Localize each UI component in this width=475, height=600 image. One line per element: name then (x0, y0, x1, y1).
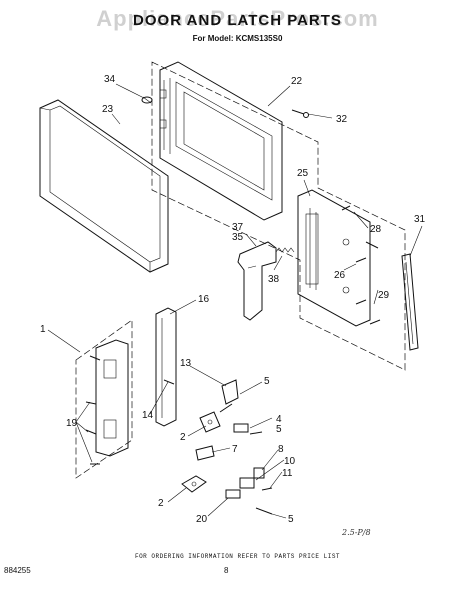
part-34-clip (141, 96, 153, 104)
part-38-spring (275, 247, 295, 253)
part-2-actuator-upper (199, 411, 221, 433)
callout-16: 16 (198, 294, 210, 305)
part-32-screw (291, 109, 309, 118)
callout-22: 22 (291, 76, 303, 87)
part-22-door-panel (159, 61, 283, 221)
callout-2-upper: 2 (180, 432, 186, 443)
callout-35: 35 (232, 232, 244, 243)
callout-5-lower: 5 (288, 514, 294, 525)
callout-26: 26 (334, 270, 346, 281)
callout-2-lower: 2 (158, 498, 164, 509)
part-13-lever (221, 379, 239, 405)
upper-assembly-boundary (151, 61, 406, 371)
callout-4: 4 (276, 414, 282, 425)
callout-31: 31 (414, 214, 426, 225)
hinge-screws (341, 205, 381, 325)
callout-38: 38 (268, 274, 280, 285)
callout-32: 32 (336, 114, 348, 125)
callout-37: 37 (232, 222, 244, 233)
callout-34: 34 (104, 74, 116, 85)
part-7-cam (195, 445, 215, 461)
handwritten-note: 2.5-P/8 (342, 528, 371, 537)
callout-10: 10 (284, 456, 296, 467)
callout-29: 29 (378, 290, 390, 301)
part-25-hinge-plate (297, 189, 371, 327)
page-title: DOOR AND LATCH PARTS (133, 12, 342, 29)
callout-25: 25 (297, 168, 309, 179)
callout-11: 11 (282, 468, 293, 479)
model-line: For Model: KCMS135S0 (192, 34, 283, 43)
page-number: 8 (224, 566, 229, 575)
leader-lines (47, 83, 423, 519)
part-10-switch (239, 477, 255, 489)
callout-5-middle: 5 (276, 424, 282, 435)
callout-23: 23 (102, 104, 114, 115)
part-2-actuator-lower (181, 475, 207, 493)
part-37-35-latch-lever (237, 241, 277, 321)
callout-5-upper: 5 (264, 376, 270, 387)
callout-1: 1 (40, 324, 46, 335)
callout-13: 13 (180, 358, 192, 369)
ordering-note: FOR ORDERING INFORMATION REFER TO PARTS … (134, 553, 341, 560)
callout-labels: 34 23 22 32 25 28 31 37 35 38 26 29 16 1… (40, 74, 426, 525)
callout-8: 8 (278, 444, 284, 455)
lower-assembly-boundary (75, 319, 133, 479)
part-1-latch-panel (95, 339, 129, 457)
part-23-door-trim (39, 99, 169, 273)
part-20-bracket (225, 489, 241, 499)
callout-28: 28 (370, 224, 382, 235)
part-16-vertical-bar (155, 307, 177, 427)
document-number: 884255 (4, 566, 31, 575)
lower-screws (85, 355, 273, 515)
part-4-switch (233, 423, 249, 433)
callout-14: 14 (142, 410, 154, 421)
watermark: AppliancePartsPros.com (96, 6, 379, 31)
callout-20: 20 (196, 514, 208, 525)
part-31-strip (401, 253, 419, 351)
callout-19: 19 (66, 418, 78, 429)
callout-7: 7 (232, 444, 238, 455)
